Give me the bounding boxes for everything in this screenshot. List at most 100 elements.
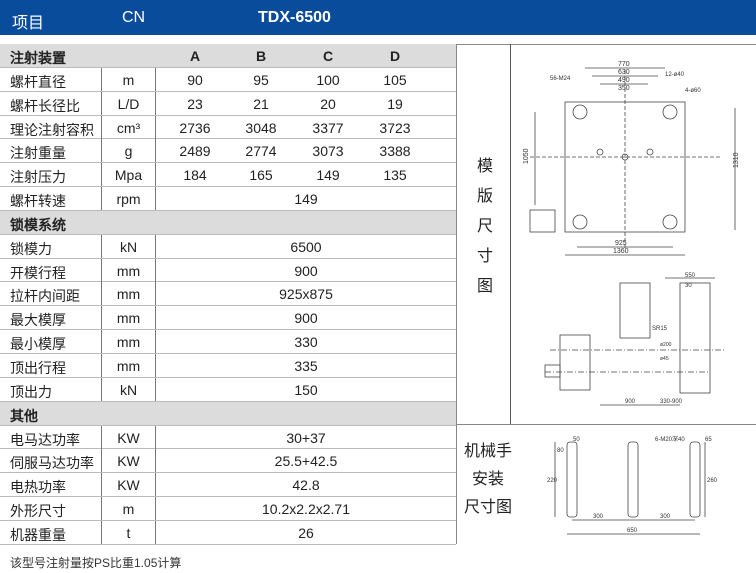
row-value: 150	[294, 381, 318, 398]
mold-size-label: 模版尺寸图	[470, 152, 500, 302]
row-name: 外形尺寸	[10, 503, 66, 520]
clamp-side-drawing: 550 30 SR15 ø200 ø45 900 330-900	[544, 273, 725, 406]
row-unit: rpm	[101, 187, 156, 211]
dim-sr15: SR15	[652, 326, 668, 332]
dim-330-900: 330-900	[660, 399, 683, 405]
dim-300b: 300	[660, 514, 671, 520]
dim-1310: 1310	[733, 152, 740, 168]
row-value: 21	[253, 95, 269, 112]
row-unit: KW	[101, 449, 156, 473]
row-value: 335	[294, 357, 318, 374]
dim-30: 30	[685, 283, 692, 289]
row-value: 6500	[290, 238, 322, 255]
dim-900: 900	[625, 399, 636, 405]
section-header-other: 其他	[0, 401, 456, 426]
row-name: 电热功率	[10, 479, 66, 496]
dim-550: 550	[685, 273, 696, 279]
row-unit: g	[101, 139, 156, 163]
header-model: TDX-6500	[258, 9, 331, 26]
row-value: 900	[294, 310, 318, 327]
mold-label-char: 模	[476, 158, 493, 175]
footnote: 该型号注射量按PS比重1.05计算	[10, 556, 182, 570]
header-cn: CN	[122, 9, 146, 26]
row-value: 25.5+42.5	[274, 453, 338, 470]
row-value: 100	[316, 71, 340, 88]
mold-label-char: 尺	[476, 218, 493, 235]
dim-65: 65	[705, 437, 712, 443]
row-value: 149	[316, 167, 340, 184]
row-unit: kN	[101, 377, 156, 401]
row-name: 顶出力	[10, 383, 52, 400]
row-value: 135	[383, 167, 407, 184]
table-row: 螺杆转速 rpm 149	[0, 187, 456, 211]
row-value: 900	[294, 262, 318, 279]
table-row: 最大模厚 mm 900	[0, 306, 456, 331]
row-value: 30+37	[286, 429, 326, 446]
mold-plate-drawing: 770 630 490 350 56-M24 12-ø40 4-ø60 925 …	[523, 61, 740, 256]
row-value: 19	[387, 95, 403, 112]
dim-260: 260	[707, 478, 718, 484]
note-m20: 6-M20深40	[655, 435, 685, 443]
dim-630: 630	[618, 69, 630, 76]
row-name: 螺杆长径比	[10, 97, 80, 114]
row-value: 2774	[245, 143, 277, 160]
row-unit: mm	[101, 353, 156, 377]
row-name: 螺杆转速	[10, 193, 66, 210]
row-name: 锁模力	[10, 240, 52, 257]
divider	[456, 44, 756, 45]
row-value: 23	[187, 95, 203, 112]
row-name: 机器重量	[10, 526, 66, 543]
row-value: 3048	[245, 119, 277, 136]
row-name: 最小模厚	[10, 336, 66, 353]
section-header-clamping: 锁模系统	[0, 210, 456, 235]
row-name: 伺服马达功率	[10, 455, 94, 472]
row-unit: L/D	[101, 91, 156, 115]
dim-490: 490	[618, 77, 630, 84]
note-m24: 56-M24	[550, 76, 571, 82]
row-value: 3377	[312, 119, 344, 136]
row-value: 90	[187, 71, 203, 88]
row-unit: m	[101, 497, 156, 521]
mold-label-char: 版	[476, 188, 493, 205]
row-value: 3723	[379, 119, 411, 136]
row-value: 184	[183, 167, 207, 184]
column-header: C	[322, 48, 334, 64]
note-60: 4-ø60	[685, 88, 701, 94]
row-value: 149	[294, 191, 318, 208]
dim-350: 350	[618, 85, 630, 92]
row-unit: mm	[101, 330, 156, 354]
row-name: 最大模厚	[10, 312, 66, 329]
row-unit: cm³	[101, 115, 156, 139]
dim-300a: 300	[593, 514, 604, 520]
divider	[456, 44, 457, 544]
robot-size-label: 机械手安装尺寸图	[458, 438, 518, 522]
row-name: 注射重量	[10, 145, 66, 162]
row-value: 105	[383, 71, 407, 88]
robot-mount-drawing: 80 50 6-M20深40 65 220 260 300 300 650	[547, 435, 718, 535]
row-unit: mm	[101, 306, 156, 330]
dim-45: ø45	[660, 356, 669, 362]
row-unit: mm	[101, 282, 156, 306]
row-value: 42.8	[292, 477, 320, 494]
table-row: 顶出力 kN 150	[0, 377, 456, 402]
column-header: A	[189, 48, 201, 64]
row-value: 20	[320, 95, 336, 112]
row-value: 95	[253, 71, 269, 88]
row-value: 2736	[179, 119, 211, 136]
row-unit: Mpa	[101, 163, 156, 187]
robot-label-line: 机械手	[463, 443, 512, 460]
